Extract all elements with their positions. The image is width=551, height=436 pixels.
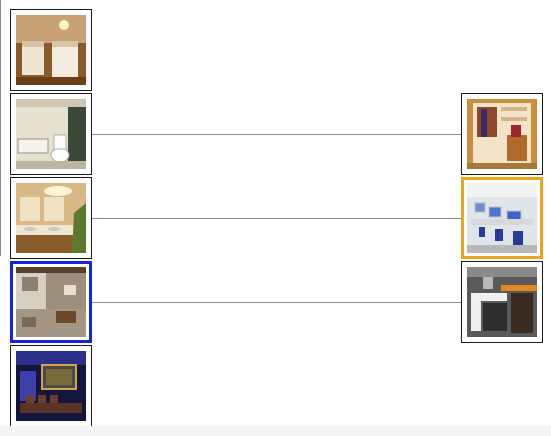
right-tile-0[interactable] [461, 93, 543, 175]
bathroom-photo-icon [16, 99, 86, 169]
vanity-bathroom-photo-icon [16, 183, 86, 253]
left-tile-1[interactable] [10, 93, 92, 175]
left-tile-0[interactable] [10, 9, 92, 91]
bedroom-photo-icon [16, 15, 86, 85]
left-tile-3[interactable] [10, 261, 92, 343]
computer-lab-photo-icon [467, 183, 537, 253]
bottom-strip [0, 426, 551, 436]
left-tile-4[interactable] [10, 345, 92, 427]
home-theater-photo-icon [16, 351, 86, 421]
closet-photo-icon [467, 99, 537, 169]
basement-room-photo-icon [16, 267, 86, 337]
left-tile-2[interactable] [10, 177, 92, 259]
kitchen-photo-icon [467, 267, 537, 337]
right-tile-1[interactable] [461, 177, 543, 259]
right-tile-2[interactable] [461, 261, 543, 343]
left-column-connector [0, 0, 1, 256]
link-left-1-right-0 [91, 134, 463, 135]
link-left-2-right-1 [91, 218, 463, 219]
link-left-3-right-2 [91, 302, 463, 303]
